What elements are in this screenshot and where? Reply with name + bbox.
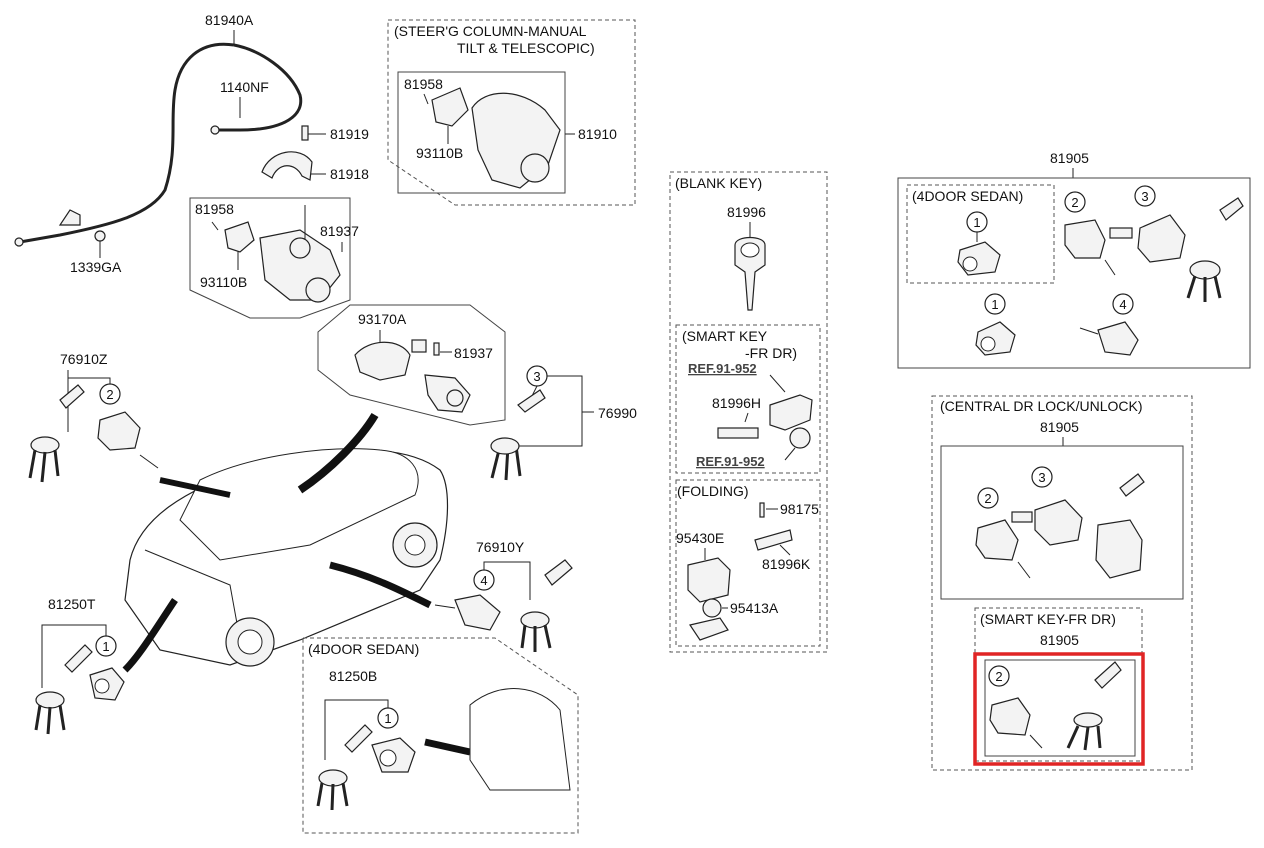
label-81905-c: 81905 [1040,632,1079,648]
label-81250T: 81250T [48,596,96,612]
callout-3-76990: 3 76990 [490,365,637,481]
key-set-76910Y: 76910Y 4 [434,539,573,652]
label-81910: 81910 [578,126,617,142]
label-81937-b: 81937 [454,345,493,361]
label-81905-a: 81905 [1050,150,1089,166]
ref-91-952-a[interactable]: REF.91-952 [688,361,757,376]
section-blank-key: (BLANK KEY) [675,175,762,191]
label-1339GA: 1339GA [70,259,122,275]
section-folding: (FOLDING) [677,483,749,499]
section-central-dr-lock: (CENTRAL DR LOCK/UNLOCK) [940,398,1143,414]
assy-81905-top-group: 81905 (4DOOR SEDAN) 1 2 3 1 4 [897,150,1251,369]
four-door-sedan-bottom-group: (4DOOR SEDAN) 81250B 1 [302,637,579,834]
callout-4-mid: 4 [480,573,487,588]
label-81918: 81918 [330,166,369,182]
car-illustration [122,412,449,673]
smart-key-fr-dr-highlight[interactable] [973,652,1145,766]
label-98175: 98175 [780,501,819,517]
ref-91-952-b[interactable]: REF.91-952 [696,454,765,469]
label-81905-b: 81905 [1040,419,1079,435]
steering-column-manual-group: (STEER'G COLUMN-MANUAL TILT & TELESCOPIC… [387,19,636,206]
callout-4-top: 4 [1119,297,1126,312]
label-76910Y: 76910Y [476,539,525,555]
callout-2-central: 2 [984,491,991,506]
section-4door-sedan-bottom: (4DOOR SEDAN) [308,641,419,657]
callout-1-top-b: 1 [991,297,998,312]
key-set-76910Z: 76910Z 2 [28,351,159,483]
label-81940A: 81940A [205,12,254,28]
label-1140NF: 1140NF [220,79,269,95]
section-smart-key-line2: -FR DR) [745,345,797,361]
key-set-81250T: 81250T 1 [34,596,125,735]
section-steering-line1: (STEER'G COLUMN-MANUAL [394,23,587,39]
central-dr-lock-group: (CENTRAL DR LOCK/UNLOCK) 81905 2 3 (SMAR… [931,395,1193,771]
callout-2-smart: 2 [995,669,1002,684]
label-81250B: 81250B [329,668,377,684]
label-95413A: 95413A [730,600,779,616]
label-81958-b: 81958 [404,76,443,92]
label-76910Z: 76910Z [60,351,108,367]
section-steering-line2: TILT & TELESCOPIC) [457,40,595,56]
label-81937-a: 81937 [320,223,359,239]
label-93110B-a: 93110B [200,274,247,290]
label-76990: 76990 [598,405,637,421]
section-4door-sedan-top: (4DOOR SEDAN) [912,188,1023,204]
label-81919: 81919 [330,126,369,142]
callout-3-central: 3 [1038,470,1045,485]
callout-1-bottom: 1 [384,711,391,726]
label-93170A: 93170A [358,311,407,327]
callout-3-a: 3 [533,369,540,384]
key-column-group: (BLANK KEY) 81996 (SMART KEY -FR DR) REF… [669,171,828,653]
callout-3-top: 3 [1141,189,1148,204]
callout-2-left: 2 [106,387,113,402]
callout-1-left: 1 [102,639,109,654]
label-81996K: 81996K [762,556,811,572]
label-81996H: 81996H [712,395,761,411]
label-95430E: 95430E [676,530,724,546]
callout-1-top: 1 [973,215,980,230]
steering-lock-group-a: 81958 81937 93110B [189,197,359,319]
label-81958-a: 81958 [195,201,234,217]
immobilizer-group: 93170A 81937 [317,304,506,426]
label-93110B-b: 93110B [416,145,463,161]
label-81996: 81996 [727,204,766,220]
section-smart-key-fr-dr: (SMART KEY-FR DR) [980,611,1116,627]
section-smart-key-line1: (SMART KEY [682,328,768,344]
callout-2-top: 2 [1071,195,1078,210]
cable-assembly: 81940A 1140NF 81919 81918 1339GA [14,12,369,275]
